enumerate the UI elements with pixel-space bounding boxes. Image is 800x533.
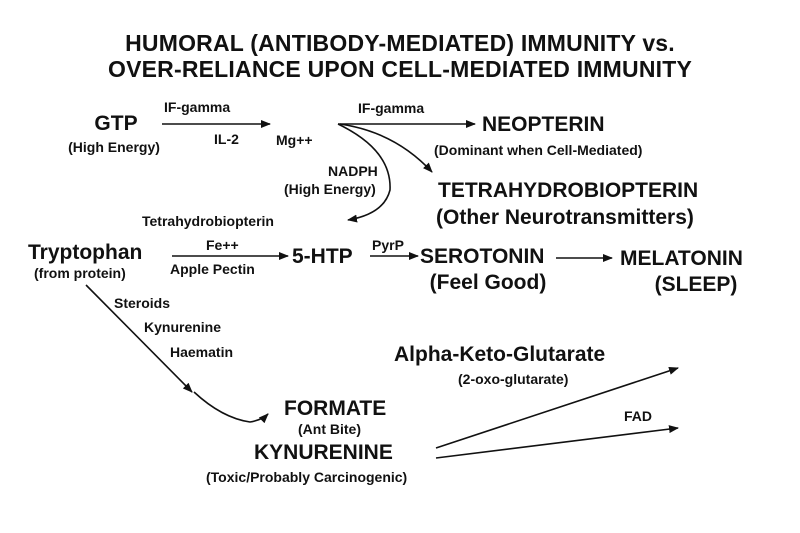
edge-label-nadph-sub: (High Energy) (284, 181, 376, 197)
node-tryptophan-sub: (from protein) (34, 265, 126, 281)
node-formate-label: FORMATE (284, 397, 387, 420)
node-akg-sub: (2-oxo-glutarate) (458, 371, 569, 387)
edge-label-mg: Mg++ (276, 132, 313, 148)
node-gtp-label: GTP (94, 112, 138, 135)
edge-label-kynurenine-small: Kynurenine (144, 319, 222, 335)
node-neopterin-sub: (Dominant when Cell-Mediated) (434, 142, 643, 158)
arrow-to-formate (193, 391, 269, 424)
edge-label-fe: Fe++ (206, 237, 239, 253)
node-kynurenine-sub: (Toxic/Probably Carcinogenic) (206, 469, 408, 485)
arrow-tryptophan-to-kynurenine (85, 284, 193, 393)
arrow-nadph-to-thb (337, 123, 391, 223)
node-serotonin-sub: (Feel Good) (429, 271, 547, 294)
node-formate-sub: (Ant Bite) (298, 421, 361, 437)
edge-label-apple-pectin: Apple Pectin (170, 261, 255, 277)
title-line-1: HUMORAL (ANTIBODY-MEDIATED) IMMUNITY vs. (125, 30, 675, 56)
edge-label-il2: IL-2 (214, 131, 239, 147)
edge-label-ifgamma-1: IF-gamma (164, 99, 231, 115)
node-tryptophan-label: Tryptophan (28, 241, 143, 264)
title-line-2: OVER-RELIANCE UPON CELL-MEDIATED IMMUNIT… (107, 56, 693, 82)
arrow-to-tetrahydrobiopterin (339, 123, 433, 173)
node-akg-label: Alpha-Keto-Glutarate (394, 343, 606, 366)
node-melatonin-sub: (SLEEP) (654, 273, 738, 296)
edge-label-nadph: NADPH (328, 163, 378, 179)
node-gtp-sub: (High Energy) (68, 139, 160, 155)
node-neopterin-label: NEOPTERIN (482, 113, 605, 136)
node-htp-label: 5-HTP (292, 245, 353, 268)
node-kynurenine-label: KYNURENINE (254, 441, 393, 464)
node-serotonin-label: SEROTONIN (420, 245, 545, 268)
edge-label-haematin: Haematin (170, 344, 234, 360)
edge-label-pyrp: PyrP (372, 237, 404, 253)
edge-label-tetrahydrobiopterin: Tetrahydrobiopterin (142, 213, 274, 229)
node-tetrahydrobiopterin-label: TETRAHYDROBIOPTERIN (438, 179, 699, 202)
edge-label-ifgamma-2: IF-gamma (358, 100, 425, 116)
arrow-kynurenine-to-fad (435, 425, 679, 459)
arrow-kynurenine-to-akg (435, 367, 679, 449)
node-melatonin-label: MELATONIN (620, 247, 743, 270)
node-tetrahydrobiopterin-sub: (Other Neurotransmitters) (436, 206, 694, 229)
edge-label-fad: FAD (624, 408, 652, 424)
edge-label-steroids: Steroids (114, 295, 171, 311)
